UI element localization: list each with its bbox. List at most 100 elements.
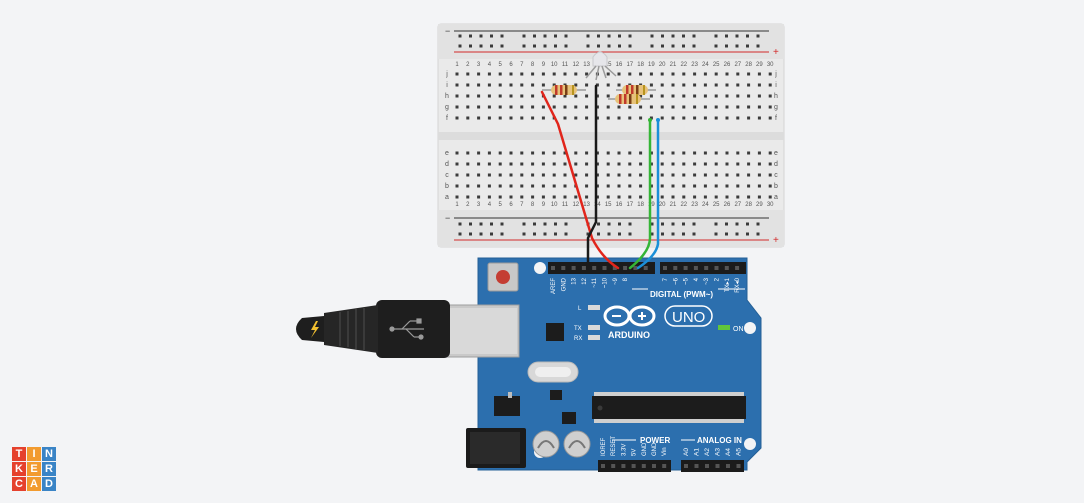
reset-button-cap[interactable] [496, 270, 510, 284]
rail-hole[interactable] [650, 34, 654, 38]
breadboard-hole[interactable] [455, 116, 459, 120]
breadboard-hole[interactable] [552, 173, 556, 177]
rail-hole[interactable] [682, 34, 685, 38]
breadboard-hole[interactable] [487, 105, 491, 109]
rail-hole[interactable] [692, 44, 696, 48]
breadboard-hole[interactable] [455, 94, 459, 98]
rail-hole[interactable] [714, 232, 718, 236]
breadboard-hole[interactable] [487, 184, 491, 188]
breadboard-hole[interactable] [563, 94, 567, 98]
wire-red[interactable] [540, 90, 620, 270]
breadboard-hole[interactable] [541, 72, 545, 76]
breadboard-hole[interactable] [714, 184, 718, 188]
breadboard-hole[interactable] [477, 173, 481, 177]
rail-hole[interactable] [692, 34, 696, 38]
lower-pin-holes[interactable] [601, 464, 741, 468]
header-pin[interactable] [724, 266, 729, 270]
breadboard-hole[interactable] [617, 151, 621, 155]
breadboard-hole[interactable] [757, 116, 761, 120]
header-pin[interactable] [735, 266, 740, 270]
rail-hole[interactable] [586, 44, 590, 48]
breadboard-hole[interactable] [531, 72, 535, 76]
breadboard-hole[interactable] [541, 83, 545, 87]
breadboard-hole[interactable] [498, 184, 502, 188]
rail-hole[interactable] [543, 44, 547, 48]
rail-hole[interactable] [490, 34, 493, 38]
breadboard-hole[interactable] [574, 195, 578, 199]
breadboard-hole[interactable] [703, 83, 707, 87]
breadboard-hole[interactable] [595, 195, 599, 199]
breadboard-hole[interactable] [466, 83, 470, 87]
breadboard-hole[interactable] [574, 94, 578, 98]
rail-hole[interactable] [458, 232, 462, 236]
rail-hole[interactable] [714, 222, 718, 226]
breadboard-hole[interactable] [466, 173, 470, 177]
breadboard-hole[interactable] [487, 116, 491, 120]
rail-hole[interactable] [714, 44, 718, 48]
breadboard-hole[interactable] [509, 83, 513, 87]
rail-hole[interactable] [564, 34, 568, 38]
breadboard-hole[interactable] [714, 72, 718, 76]
breadboard-hole[interactable] [649, 195, 653, 199]
breadboard-hole[interactable] [477, 116, 481, 120]
breadboard-hole[interactable] [768, 151, 772, 155]
breadboard-hole[interactable] [660, 105, 664, 109]
breadboard-hole[interactable] [595, 162, 599, 166]
breadboard-hole[interactable] [606, 173, 610, 177]
breadboard-hole[interactable] [714, 173, 718, 177]
breadboard-hole[interactable] [585, 94, 589, 98]
header-pin[interactable] [612, 266, 617, 270]
breadboard-hole[interactable] [466, 116, 470, 120]
breadboard-hole[interactable] [714, 116, 718, 120]
breadboard-hole[interactable] [747, 105, 751, 109]
breadboard-hole[interactable] [531, 184, 535, 188]
header-pin[interactable] [662, 464, 667, 468]
breadboard-hole[interactable] [552, 195, 556, 199]
rail-hole[interactable] [650, 44, 654, 48]
breadboard-hole[interactable] [477, 184, 481, 188]
breadboard-hole[interactable] [477, 162, 481, 166]
breadboard-hole[interactable] [747, 173, 751, 177]
breadboard-hole[interactable] [595, 94, 599, 98]
breadboard-hole[interactable] [757, 151, 761, 155]
rail-hole[interactable] [756, 222, 760, 226]
rail-hole[interactable] [671, 44, 675, 48]
rail-hole[interactable] [586, 232, 590, 236]
rail-hole[interactable] [735, 34, 739, 38]
breadboard-hole[interactable] [509, 162, 513, 166]
breadboard-hole[interactable] [520, 162, 524, 166]
breadboard-hole[interactable] [660, 173, 664, 177]
rail-hole[interactable] [650, 232, 654, 236]
breadboard-hole[interactable] [639, 94, 643, 98]
rail-hole[interactable] [661, 44, 664, 48]
header-pin[interactable] [694, 464, 699, 468]
breadboard-hole[interactable] [628, 173, 632, 177]
rail-hole[interactable] [618, 34, 621, 38]
breadboard-hole[interactable] [520, 116, 524, 120]
rail-hole[interactable] [735, 44, 739, 48]
breadboard-hole[interactable] [649, 151, 653, 155]
breadboard-hole[interactable] [455, 151, 459, 155]
breadboard-hole[interactable] [736, 162, 740, 166]
breadboard-hole[interactable] [531, 105, 535, 109]
breadboard-hole[interactable] [703, 151, 707, 155]
breadboard-hole[interactable] [747, 83, 751, 87]
rail-hole[interactable] [597, 222, 600, 226]
breadboard-hole[interactable] [466, 151, 470, 155]
rail-hole[interactable] [564, 222, 568, 226]
wire-blue[interactable] [636, 118, 660, 270]
breadboard-hole[interactable] [649, 94, 653, 98]
breadboard-hole[interactable] [703, 195, 707, 199]
breadboard-hole[interactable] [487, 72, 491, 76]
rail-hole[interactable] [543, 34, 547, 38]
breadboard-hole[interactable] [606, 162, 610, 166]
resistor-1[interactable] [542, 85, 586, 95]
breadboard-hole[interactable] [693, 184, 697, 188]
breadboard-hole[interactable] [693, 83, 697, 87]
breadboard-hole[interactable] [531, 116, 535, 120]
rail-hole[interactable] [735, 222, 739, 226]
breadboard-hole[interactable] [455, 195, 459, 199]
rail-hole[interactable] [725, 44, 728, 48]
breadboard-hole[interactable] [682, 184, 686, 188]
breadboard-hole[interactable] [574, 173, 578, 177]
